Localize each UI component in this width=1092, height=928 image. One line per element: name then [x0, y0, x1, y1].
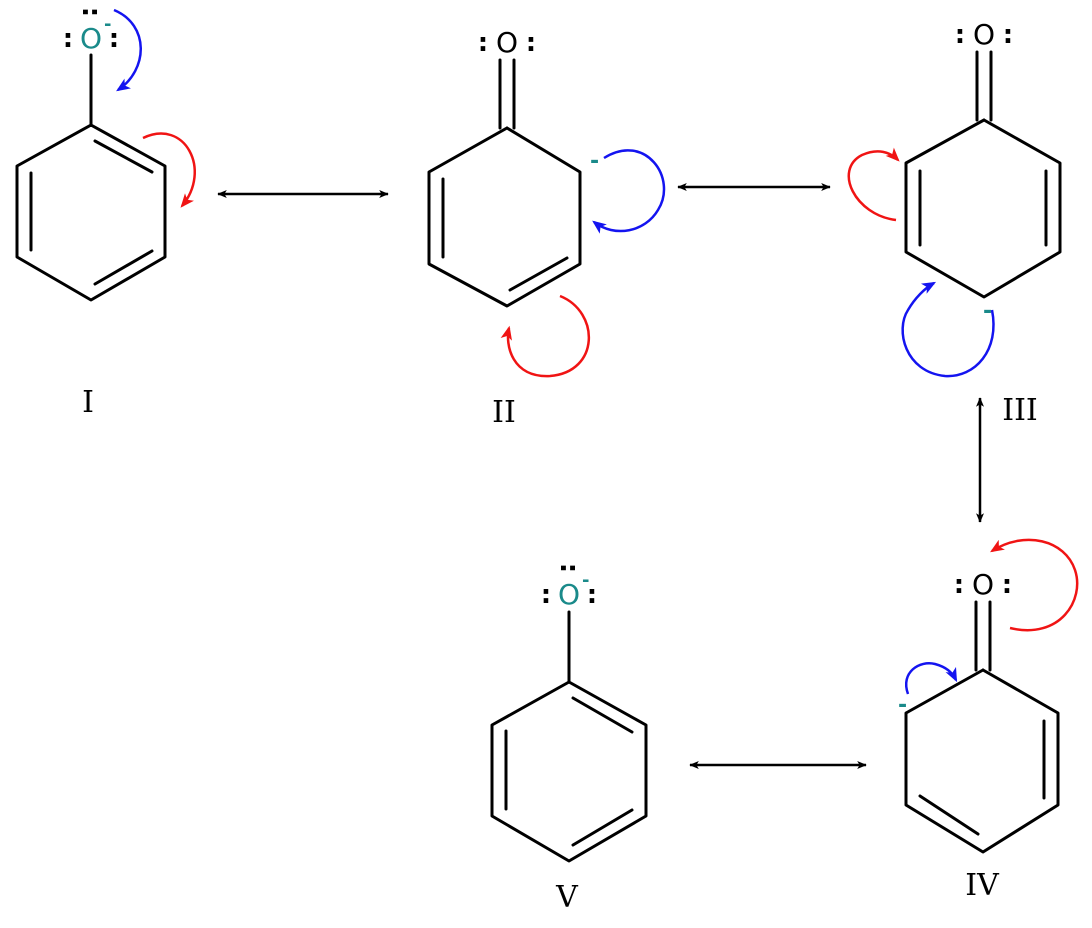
lone-pair-right: :: [109, 24, 119, 54]
double-bond: [918, 794, 980, 836]
structure-I: O - : : : I: [15, 7, 196, 420]
lone-pair-left: :: [478, 28, 488, 58]
lone-pair-left: :: [955, 20, 965, 50]
carbanion-charge: -: [983, 299, 992, 324]
oxygen-atom: O: [496, 26, 518, 59]
lone-pair-left: :: [954, 570, 964, 600]
carbanion-charge: -: [898, 693, 907, 718]
structure-label: IV: [965, 868, 1000, 903]
double-bond: [571, 808, 634, 847]
curved-arrow-red: [847, 147, 900, 222]
curved-arrow-blue: [905, 661, 958, 695]
structure-label: I: [82, 385, 94, 420]
negative-charge: -: [582, 570, 589, 591]
structure-label: III: [1002, 393, 1038, 428]
structure-IV: O : : - IV: [898, 538, 1079, 903]
structure-V: O - : : : V: [490, 563, 648, 915]
double-bond: [508, 256, 569, 292]
structure-label: II: [492, 395, 516, 430]
ring: [904, 118, 1062, 299]
oxygen-atom: O: [80, 22, 102, 55]
lone-pair-right: :: [526, 28, 536, 58]
lone-pair-right: :: [1003, 20, 1013, 50]
double-bond: [571, 696, 634, 734]
lone-pair-top: :: [554, 563, 584, 573]
curved-arrow-blue: [901, 281, 995, 378]
benzene-ring: [15, 123, 167, 302]
lone-pair-right: :: [587, 580, 597, 610]
benzene-ring: [490, 680, 648, 863]
lone-pair-top: :: [76, 7, 106, 17]
curved-arrow-red: [142, 132, 196, 208]
lone-pair-right: :: [1002, 570, 1012, 600]
structure-II: O : : - II: [427, 26, 666, 430]
oxygen-atom: O: [973, 18, 995, 51]
ring: [904, 668, 1060, 854]
oxygen-atom: O: [558, 578, 580, 611]
double-bond: [93, 139, 154, 174]
lone-pair-left: :: [63, 24, 73, 54]
curved-arrow-blue: [113, 8, 142, 92]
structure-label: V: [555, 880, 579, 915]
lone-pair-left: :: [541, 580, 551, 610]
curved-arrow-blue: [592, 149, 666, 234]
double-bond: [93, 249, 154, 286]
carbanion-charge: -: [590, 149, 599, 174]
curved-arrow-red: [990, 538, 1079, 632]
negative-charge: -: [104, 14, 111, 35]
ring: [427, 126, 582, 308]
oxygen-atom: O: [972, 568, 994, 601]
curved-arrow-red: [500, 294, 591, 378]
structure-III: O : : - III: [847, 18, 1062, 428]
